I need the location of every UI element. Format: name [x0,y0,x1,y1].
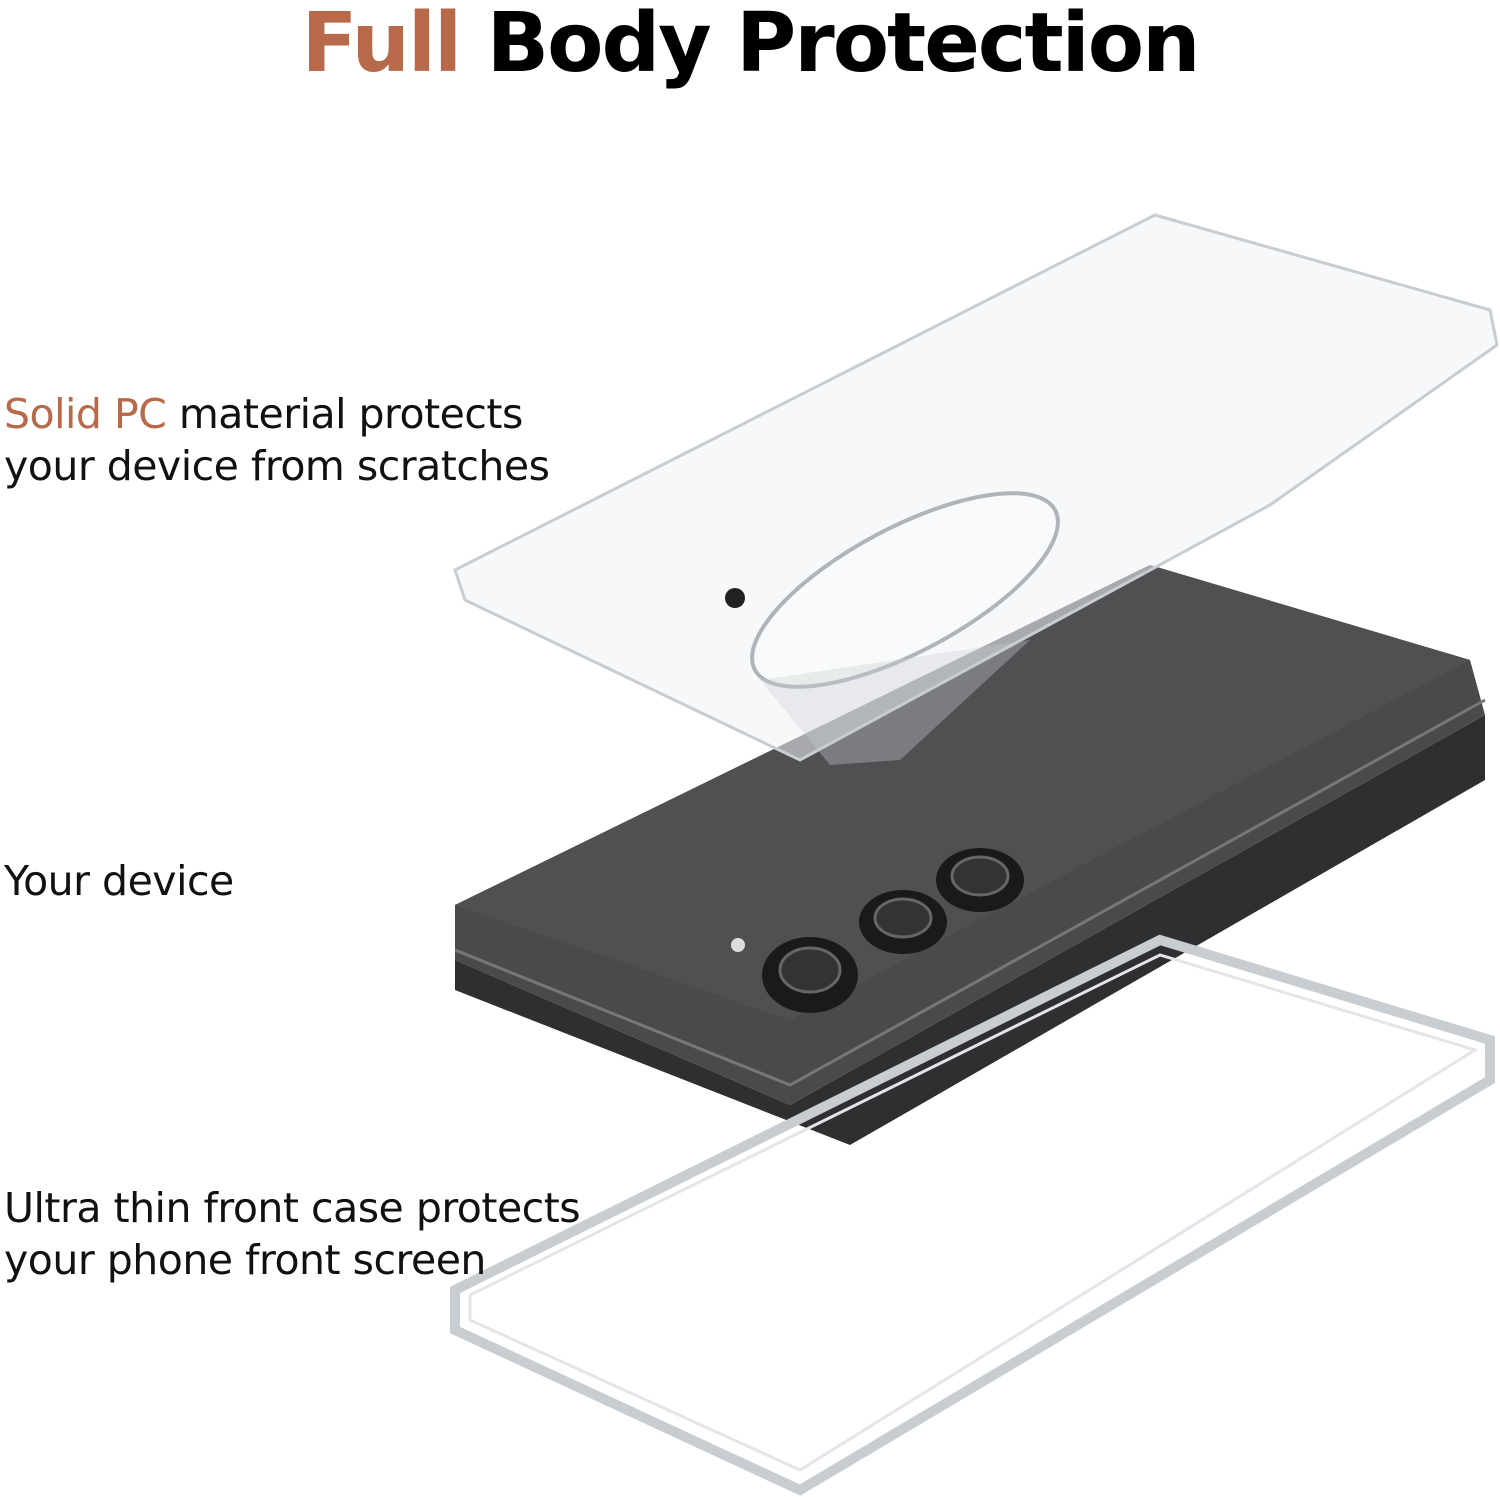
page-title: Full Body Protection [0,0,1500,91]
title-accent: Full [301,0,463,91]
caption-line2: your device from scratches [4,442,550,490]
back-case-caption: Solid PC material protects your device f… [4,388,550,492]
caption-line1: material protects [178,390,524,438]
front-case-caption: Ultra thin front case protects your phon… [4,1182,581,1286]
title-rest: Body Protection [486,0,1201,91]
camera-icon [731,848,1024,1013]
front-case [450,934,1495,1496]
caption-line2: your phone front screen [4,1236,486,1284]
back-case [453,213,1499,765]
device-caption: Your device [4,857,234,905]
caption-accent: Solid PC [4,390,167,438]
caption-line1: Ultra thin front case protects [4,1184,581,1232]
phone-device [454,565,1486,1145]
